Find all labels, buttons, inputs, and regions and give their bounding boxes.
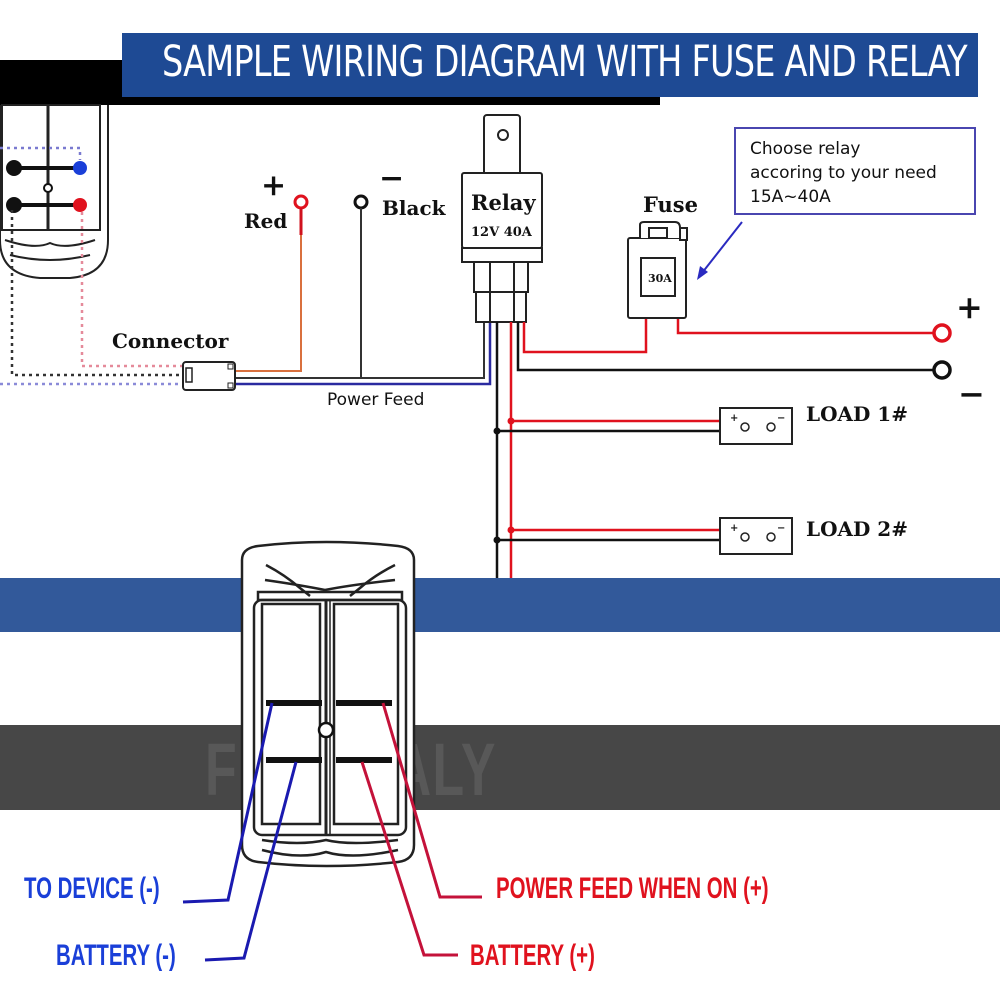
switch-right-pane bbox=[332, 602, 400, 826]
label-to-device-negative: TO DEVICE (-) bbox=[24, 872, 160, 905]
power-feed-label: Power Feed bbox=[327, 390, 424, 410]
relay-rating: 12V 40A bbox=[471, 225, 533, 240]
title-banner: SAMPLE WIRING DIAGRAM WITH FUSE AND RELA… bbox=[122, 33, 978, 97]
fuse bbox=[627, 221, 688, 319]
negative-sign: − bbox=[379, 161, 404, 196]
load-1-plus: + bbox=[730, 413, 738, 424]
load-2-minus: − bbox=[777, 523, 785, 534]
load-2-wires bbox=[493, 526, 720, 544]
note-line-3: 15A~40A bbox=[750, 187, 831, 207]
switch-body bbox=[240, 540, 416, 868]
blue-band bbox=[0, 578, 1000, 632]
fuse-label: Fuse bbox=[643, 192, 698, 217]
switch-leads bbox=[182, 702, 482, 962]
battery-terminals bbox=[932, 323, 952, 380]
terminal-dot-blue bbox=[73, 161, 87, 175]
connector bbox=[182, 361, 236, 391]
relay-label: Relay bbox=[471, 190, 536, 215]
positive-sign: + bbox=[261, 168, 286, 203]
terminal-dot bbox=[6, 197, 22, 213]
dotted-harness bbox=[0, 146, 182, 386]
relay bbox=[461, 114, 543, 323]
connector-label: Connector bbox=[112, 329, 229, 353]
relay-output-wires bbox=[495, 318, 936, 578]
power-feed-wires bbox=[236, 320, 492, 386]
load-2-label: LOAD 2# bbox=[806, 517, 908, 541]
battery-negative-sign: − bbox=[958, 375, 985, 413]
switch-contacts bbox=[266, 700, 392, 763]
black-label: Black bbox=[382, 196, 447, 220]
load-1-label: LOAD 1# bbox=[806, 402, 908, 426]
red-label: Red bbox=[244, 209, 287, 233]
grey-band bbox=[0, 725, 1000, 810]
note-line-2: accoring to your need bbox=[750, 163, 937, 183]
load-1-wires bbox=[493, 417, 720, 435]
label-battery-positive: BATTERY (+) bbox=[470, 939, 595, 972]
terminal-dot-red bbox=[73, 198, 87, 212]
black-lead bbox=[353, 194, 369, 378]
load-1-minus: − bbox=[777, 413, 785, 424]
terminal-dot bbox=[6, 160, 22, 176]
load-1 bbox=[719, 407, 793, 445]
page-title: SAMPLE WIRING DIAGRAM WITH FUSE AND RELA… bbox=[162, 37, 968, 87]
load-2 bbox=[719, 517, 793, 555]
label-power-feed-when-on: POWER FEED WHEN ON (+) bbox=[496, 872, 769, 905]
red-lead bbox=[236, 194, 309, 372]
battery-positive-sign: + bbox=[956, 288, 983, 326]
note-callout bbox=[697, 127, 976, 280]
note-line-1: Choose relay bbox=[750, 139, 860, 159]
fuse-rating: 30A bbox=[648, 272, 672, 285]
switch-top-terminals bbox=[6, 160, 87, 213]
label-battery-negative: BATTERY (-) bbox=[56, 939, 176, 972]
switch-left-pane bbox=[260, 602, 322, 826]
load-2-plus: + bbox=[730, 523, 738, 534]
